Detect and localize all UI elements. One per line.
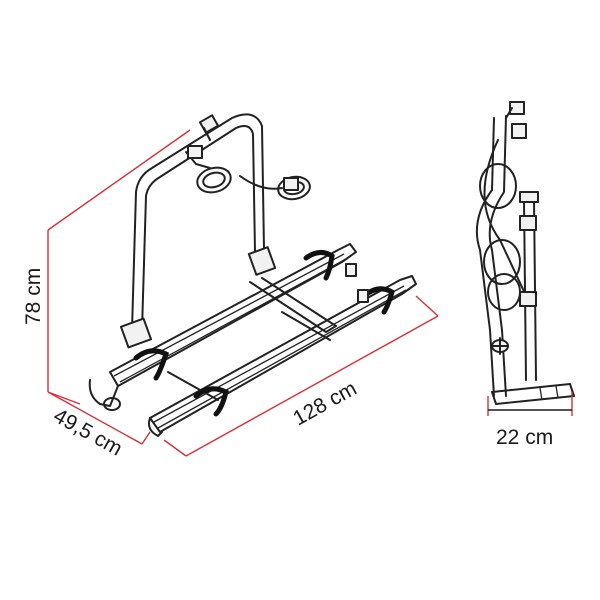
dimension-height: 78 cm [22, 129, 191, 405]
bike-holder-arm-right [239, 175, 311, 201]
strap-back-1 [133, 348, 170, 381]
side-mid-clamp-1 [519, 215, 537, 231]
hinge-block-left [119, 317, 153, 349]
front-rail-end [148, 417, 163, 437]
strap-back-2 [303, 250, 335, 281]
length-label: 128 cm [289, 377, 360, 431]
strap-front-1 [193, 386, 229, 417]
side-holder-ring-2 [483, 239, 521, 285]
side-base-foot [491, 383, 575, 405]
upright-frame-outer [131, 113, 265, 331]
depth-label: 49,5 cm [50, 404, 126, 460]
bike-rack-side-view [475, 101, 575, 405]
side-top-clamp [505, 101, 527, 139]
back-rail-end-left [88, 379, 119, 407]
frame-clamp-knob [198, 114, 220, 141]
side-width-label: 22 cm [496, 426, 553, 449]
hinge-block-right [247, 246, 277, 276]
bike-holder-arm-left [185, 145, 232, 194]
side-holder-ring-1 [479, 163, 517, 209]
bike-rack-perspective-view [88, 113, 417, 437]
side-support-top-cap [519, 191, 539, 203]
dimension-side-width: 22 cm [487, 392, 573, 449]
strap-front-2 [361, 286, 395, 315]
cross-member-3 [281, 311, 331, 341]
side-mid-clamp-2 [519, 291, 537, 307]
wheel-rail-front [149, 275, 417, 433]
cross-member-2 [167, 371, 219, 401]
side-upright-outer [475, 117, 495, 397]
rail-knob-2 [357, 289, 369, 303]
rail-knob-1 [345, 263, 357, 277]
cross-member-1 [249, 277, 337, 333]
side-holder-ring-3 [487, 273, 521, 311]
height-label: 78 cm [22, 268, 45, 325]
